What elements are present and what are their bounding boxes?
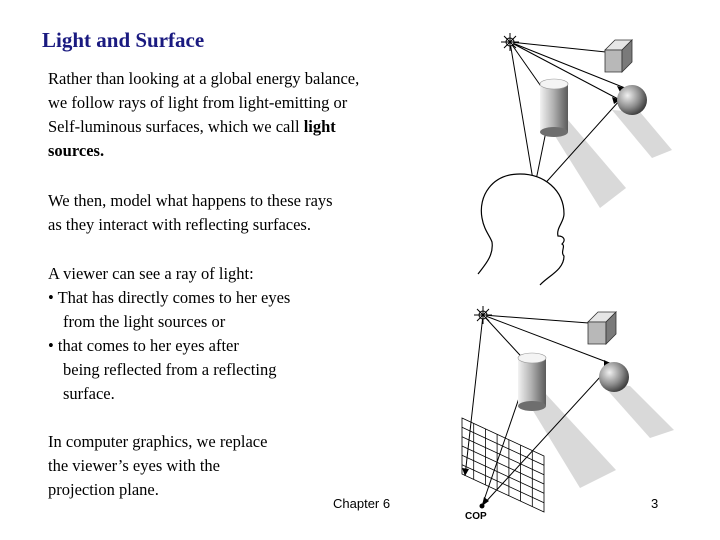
paragraph-projection-plane: In computer graphics, we replace the vie…: [48, 430, 267, 502]
text-line: A viewer can see a ray of light:: [48, 264, 254, 283]
center-of-projection-icon: [479, 503, 485, 509]
text-segment: Self-luminous surfaces, which we call: [48, 117, 304, 136]
text-line: Self-luminous surfaces, which we call li…: [48, 115, 359, 139]
sphere-icon: [599, 362, 629, 392]
shadow: [518, 386, 616, 488]
slide-title: Light and Surface: [42, 28, 205, 52]
figure-projection-illustration: [461, 306, 674, 513]
cube-icon: [587, 311, 617, 345]
cylinder-icon: [539, 78, 569, 137]
bullet-line: • That has directly comes to her eyes: [48, 288, 291, 307]
text-line: In computer graphics, we replace: [48, 432, 268, 451]
light-source-icon: [501, 33, 519, 51]
text-line: the viewer’s eyes with the: [48, 456, 220, 475]
paragraph-light-sources: Rather than looking at a global energy b…: [48, 67, 359, 163]
footer-chapter: Chapter 6: [333, 496, 391, 511]
cube-icon: [604, 39, 633, 73]
text-line: We then, model what happens to these ray…: [48, 191, 333, 210]
bold-term: light: [303, 117, 336, 136]
text-line: surface.: [63, 384, 115, 403]
projection-plane-grid: [461, 417, 545, 513]
cop-label: COP: [465, 511, 487, 522]
figure-viewer-illustration: [477, 33, 672, 286]
shadow: [602, 384, 674, 438]
cylinder-icon: [517, 352, 547, 411]
text-line: being reflected from a reflecting: [63, 360, 277, 379]
paragraph-viewer: A viewer can see a ray of light: • That …: [48, 262, 290, 406]
text-line: as they interact with reflecting surface…: [48, 215, 311, 234]
text-line: from the light sources or: [63, 312, 226, 331]
text-line: sources.: [48, 139, 359, 163]
viewer-head-icon: [477, 173, 565, 286]
bullet-line: • that comes to her eyes after: [48, 336, 239, 355]
light-source-icon: [474, 306, 492, 324]
text-line: we follow rays of light from light-emitt…: [48, 93, 348, 112]
sphere-icon: [617, 85, 647, 115]
light-rays: [509, 41, 626, 199]
paragraph-reflecting-surfaces: We then, model what happens to these ray…: [48, 189, 333, 237]
bold-term: sources.: [48, 141, 105, 160]
page-number: 3: [651, 496, 659, 511]
shadow: [612, 110, 672, 158]
text-line: projection plane.: [48, 480, 159, 499]
text-line: Rather than looking at a global energy b…: [48, 69, 360, 88]
